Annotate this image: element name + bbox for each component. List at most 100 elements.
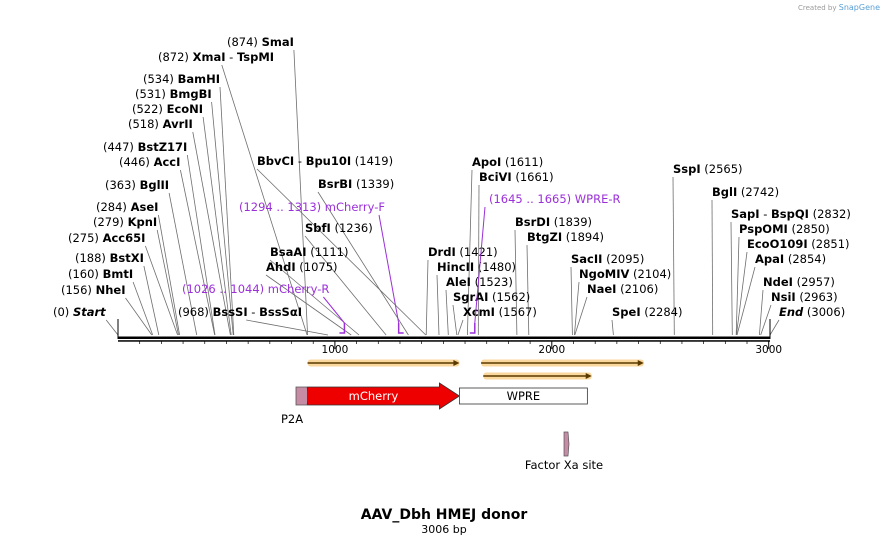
site-position: (534) [143, 72, 178, 86]
site-leader-naei [574, 296, 588, 336]
site-label-text: SspI (2565) [673, 162, 743, 176]
primer-name: mCherry-F [325, 200, 385, 214]
site-name: BssSI [213, 305, 248, 319]
site-label-bglii: (363) BglII [105, 178, 169, 192]
feature-label: P2A [281, 412, 303, 426]
site-label-text: SbfI (1236) [305, 221, 373, 235]
site-label-bgli: BglI (2742) [712, 185, 779, 199]
primer-label: (1294 .. 1313) mCherry-F [239, 200, 385, 214]
site-leader-nhei [125, 297, 153, 336]
primer-wpre-r: (1645 .. 1665) WPRE-R [469, 192, 621, 334]
site-position: (363) [105, 178, 140, 192]
site-leader-alei [445, 289, 449, 336]
site-leader-econi [202, 116, 232, 336]
primer-leader [323, 296, 345, 324]
site-name: BsrDI [515, 215, 550, 229]
site-leader-drdi [425, 259, 429, 336]
site-name: BciVI [479, 170, 512, 184]
site-label-xmai: (872) XmaI - TspMI [158, 50, 274, 64]
site-name: SapI [731, 207, 760, 221]
site-label-text: BsaAI (1111) [270, 245, 348, 259]
primer-mcherry-f: (1294 .. 1313) mCherry-F [239, 200, 404, 334]
site-position: (188) [75, 251, 110, 265]
primer-name: mCherry-R [268, 282, 330, 296]
feature-wpre: WPRE [458, 387, 588, 405]
site-name: PspOMI [739, 222, 788, 236]
site-label-smai: (874) SmaI [227, 35, 294, 49]
site-label-apoi: ApoI (1611) [472, 155, 543, 169]
site-label-bsssi: (968) BssSI - BssSαI [178, 305, 302, 319]
site-dash: - [294, 154, 305, 168]
site-name: SmaI [262, 35, 294, 49]
primer-leader [378, 214, 400, 324]
site-position: (1562) [488, 290, 530, 304]
site-label-bstxi: (188) BstXI [75, 251, 144, 265]
primer-label: (1645 .. 1665) WPRE-R [489, 192, 621, 206]
site-position: (1894) [562, 230, 604, 244]
orf-arrowhead [585, 373, 592, 379]
site-name: SgrAI [453, 290, 488, 304]
site-label-end: End (3006) [779, 305, 845, 319]
site-label-hincii: HincII (1480) [437, 260, 516, 274]
site-name: XmaI [193, 50, 226, 64]
site-labels: (0) Start(156) NheI(160) BmtI(188) BstXI… [53, 35, 851, 319]
site-label-sacii: SacII (2095) [571, 252, 644, 266]
feature-p2a: P2A [281, 386, 310, 426]
site-position: (531) [135, 87, 170, 101]
site-name: NdeI [763, 275, 793, 289]
primer-mark [469, 323, 476, 334]
site-label-text: BsrDI (1839) [515, 215, 592, 229]
site-position: (3006) [803, 305, 845, 319]
site-leader-spei [611, 319, 614, 336]
site-position: (968) [178, 305, 213, 319]
site-label-ndei: NdeI (2957) [763, 275, 835, 289]
map-length: 3006 bp [421, 523, 467, 536]
site-leader-sgrai [452, 304, 458, 336]
site-label-pspomi: PspOMI (2850) [739, 222, 830, 236]
site-label-text: BglI (2742) [712, 185, 779, 199]
orf-arrowhead [637, 360, 644, 366]
primer-mark [339, 323, 346, 334]
site-leader-bsrbi [317, 191, 409, 336]
site-position: (2854) [784, 252, 826, 266]
site-label-xcmi: XcmI (1567) [463, 305, 537, 319]
site-leader-bsrdi [514, 229, 518, 336]
site-position: (1661) [512, 170, 554, 184]
site-label-drdi: DrdI (1421) [428, 245, 498, 259]
site-name: SspI [673, 162, 701, 176]
site-label-text: (968) BssSI - BssSαI [178, 305, 302, 319]
ruler-label-3000: 3000 [755, 344, 782, 356]
site-leader-bbvci [256, 168, 427, 336]
site-position: (284) [96, 200, 131, 214]
site-label-text: (279) KpnI [93, 215, 157, 229]
site-name: AccI [154, 155, 181, 169]
site-label-bcivi: BciVI (1661) [479, 170, 554, 184]
site-label-sbfi: SbfI (1236) [305, 221, 373, 235]
site-leader-start [105, 319, 119, 336]
site-label-text: (874) SmaI [227, 35, 294, 49]
snapgene-badge: Created by SnapGene [798, 3, 880, 12]
site-position: (275) [68, 231, 103, 245]
site-label-text: SacII (2095) [571, 252, 644, 266]
site-name: BstZ17I [138, 140, 188, 154]
site-name: BstXI [110, 251, 144, 265]
site-leader-pspomi [735, 236, 740, 336]
site-leader-xcmi [457, 319, 464, 336]
site-label-text: PspOMI (2850) [739, 222, 830, 236]
site-name: AleI [446, 275, 471, 289]
site-leader-apai [736, 266, 756, 336]
site-label-text: NdeI (2957) [763, 275, 835, 289]
site-label-text: ApoI (1611) [472, 155, 543, 169]
dna-backbone [117, 319, 771, 342]
site-position: (447) [103, 140, 138, 154]
site-name: BsaAI [270, 245, 307, 259]
site-position: (2851) [808, 237, 850, 251]
site-label-text: BtgZI (1894) [527, 230, 604, 244]
site-label-text: (447) BstZ17I [103, 140, 187, 154]
site-leader-bglii [168, 192, 198, 336]
site-name: SacII [571, 252, 602, 266]
site-name: BmgBI [170, 87, 212, 101]
site-label-text: (518) AvrII [128, 117, 193, 131]
site-position: (2106) [616, 282, 658, 296]
